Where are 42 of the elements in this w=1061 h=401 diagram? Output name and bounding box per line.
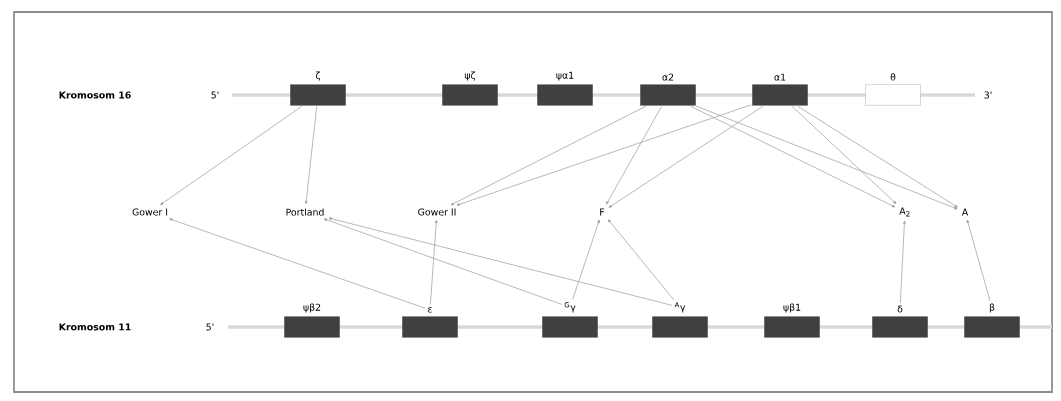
arrow [695, 105, 958, 210]
end-label: 3' [982, 90, 994, 100]
arrow [160, 105, 303, 205]
arrow [328, 217, 673, 306]
hemoglobin-label: Gower II [415, 206, 459, 218]
gene-label: $^{G}$γ [564, 302, 576, 313]
gene-label: ζ [315, 71, 321, 81]
arrow [608, 105, 764, 208]
gene-label: $^{A}$γ [674, 302, 686, 313]
arrow [797, 105, 958, 208]
arrow [899, 220, 906, 304]
arrow [169, 218, 426, 309]
hemoglobin-label: Portland [283, 206, 327, 218]
arrow [456, 104, 752, 206]
gene-label: ψβ2 [303, 303, 321, 313]
arrow [966, 219, 991, 302]
chromosome-label: Kromosom 11 [57, 322, 133, 332]
end-label: 5' [204, 322, 216, 332]
arrow [450, 105, 647, 206]
arrow [304, 106, 318, 204]
hemoglobin-label: Gower I [129, 206, 171, 218]
gene-label: α1 [774, 73, 786, 81]
gene-label: θ [890, 73, 896, 81]
end-label: 5' [209, 90, 221, 100]
gene-label: δ [897, 305, 903, 313]
hemoglobin-label: A$_{2}$ [896, 205, 914, 219]
chromosome-label: Kromosom 16 [57, 90, 133, 100]
arrow [791, 106, 897, 204]
gene-label: ψα1 [556, 71, 574, 81]
arrow [607, 219, 675, 301]
gene-label: ψζ [464, 71, 476, 81]
gene-label: α2 [662, 73, 674, 81]
arrow [690, 105, 896, 208]
gene-label: β [989, 303, 995, 313]
gene-label: ψβ1 [783, 303, 801, 313]
arrow [323, 218, 563, 305]
hemoglobin-label: A [959, 206, 971, 218]
arrow [606, 106, 662, 205]
gene-label: ε [428, 307, 432, 313]
arrow [572, 219, 600, 300]
arrow [430, 219, 438, 305]
hemoglobin-label: F [596, 206, 608, 218]
